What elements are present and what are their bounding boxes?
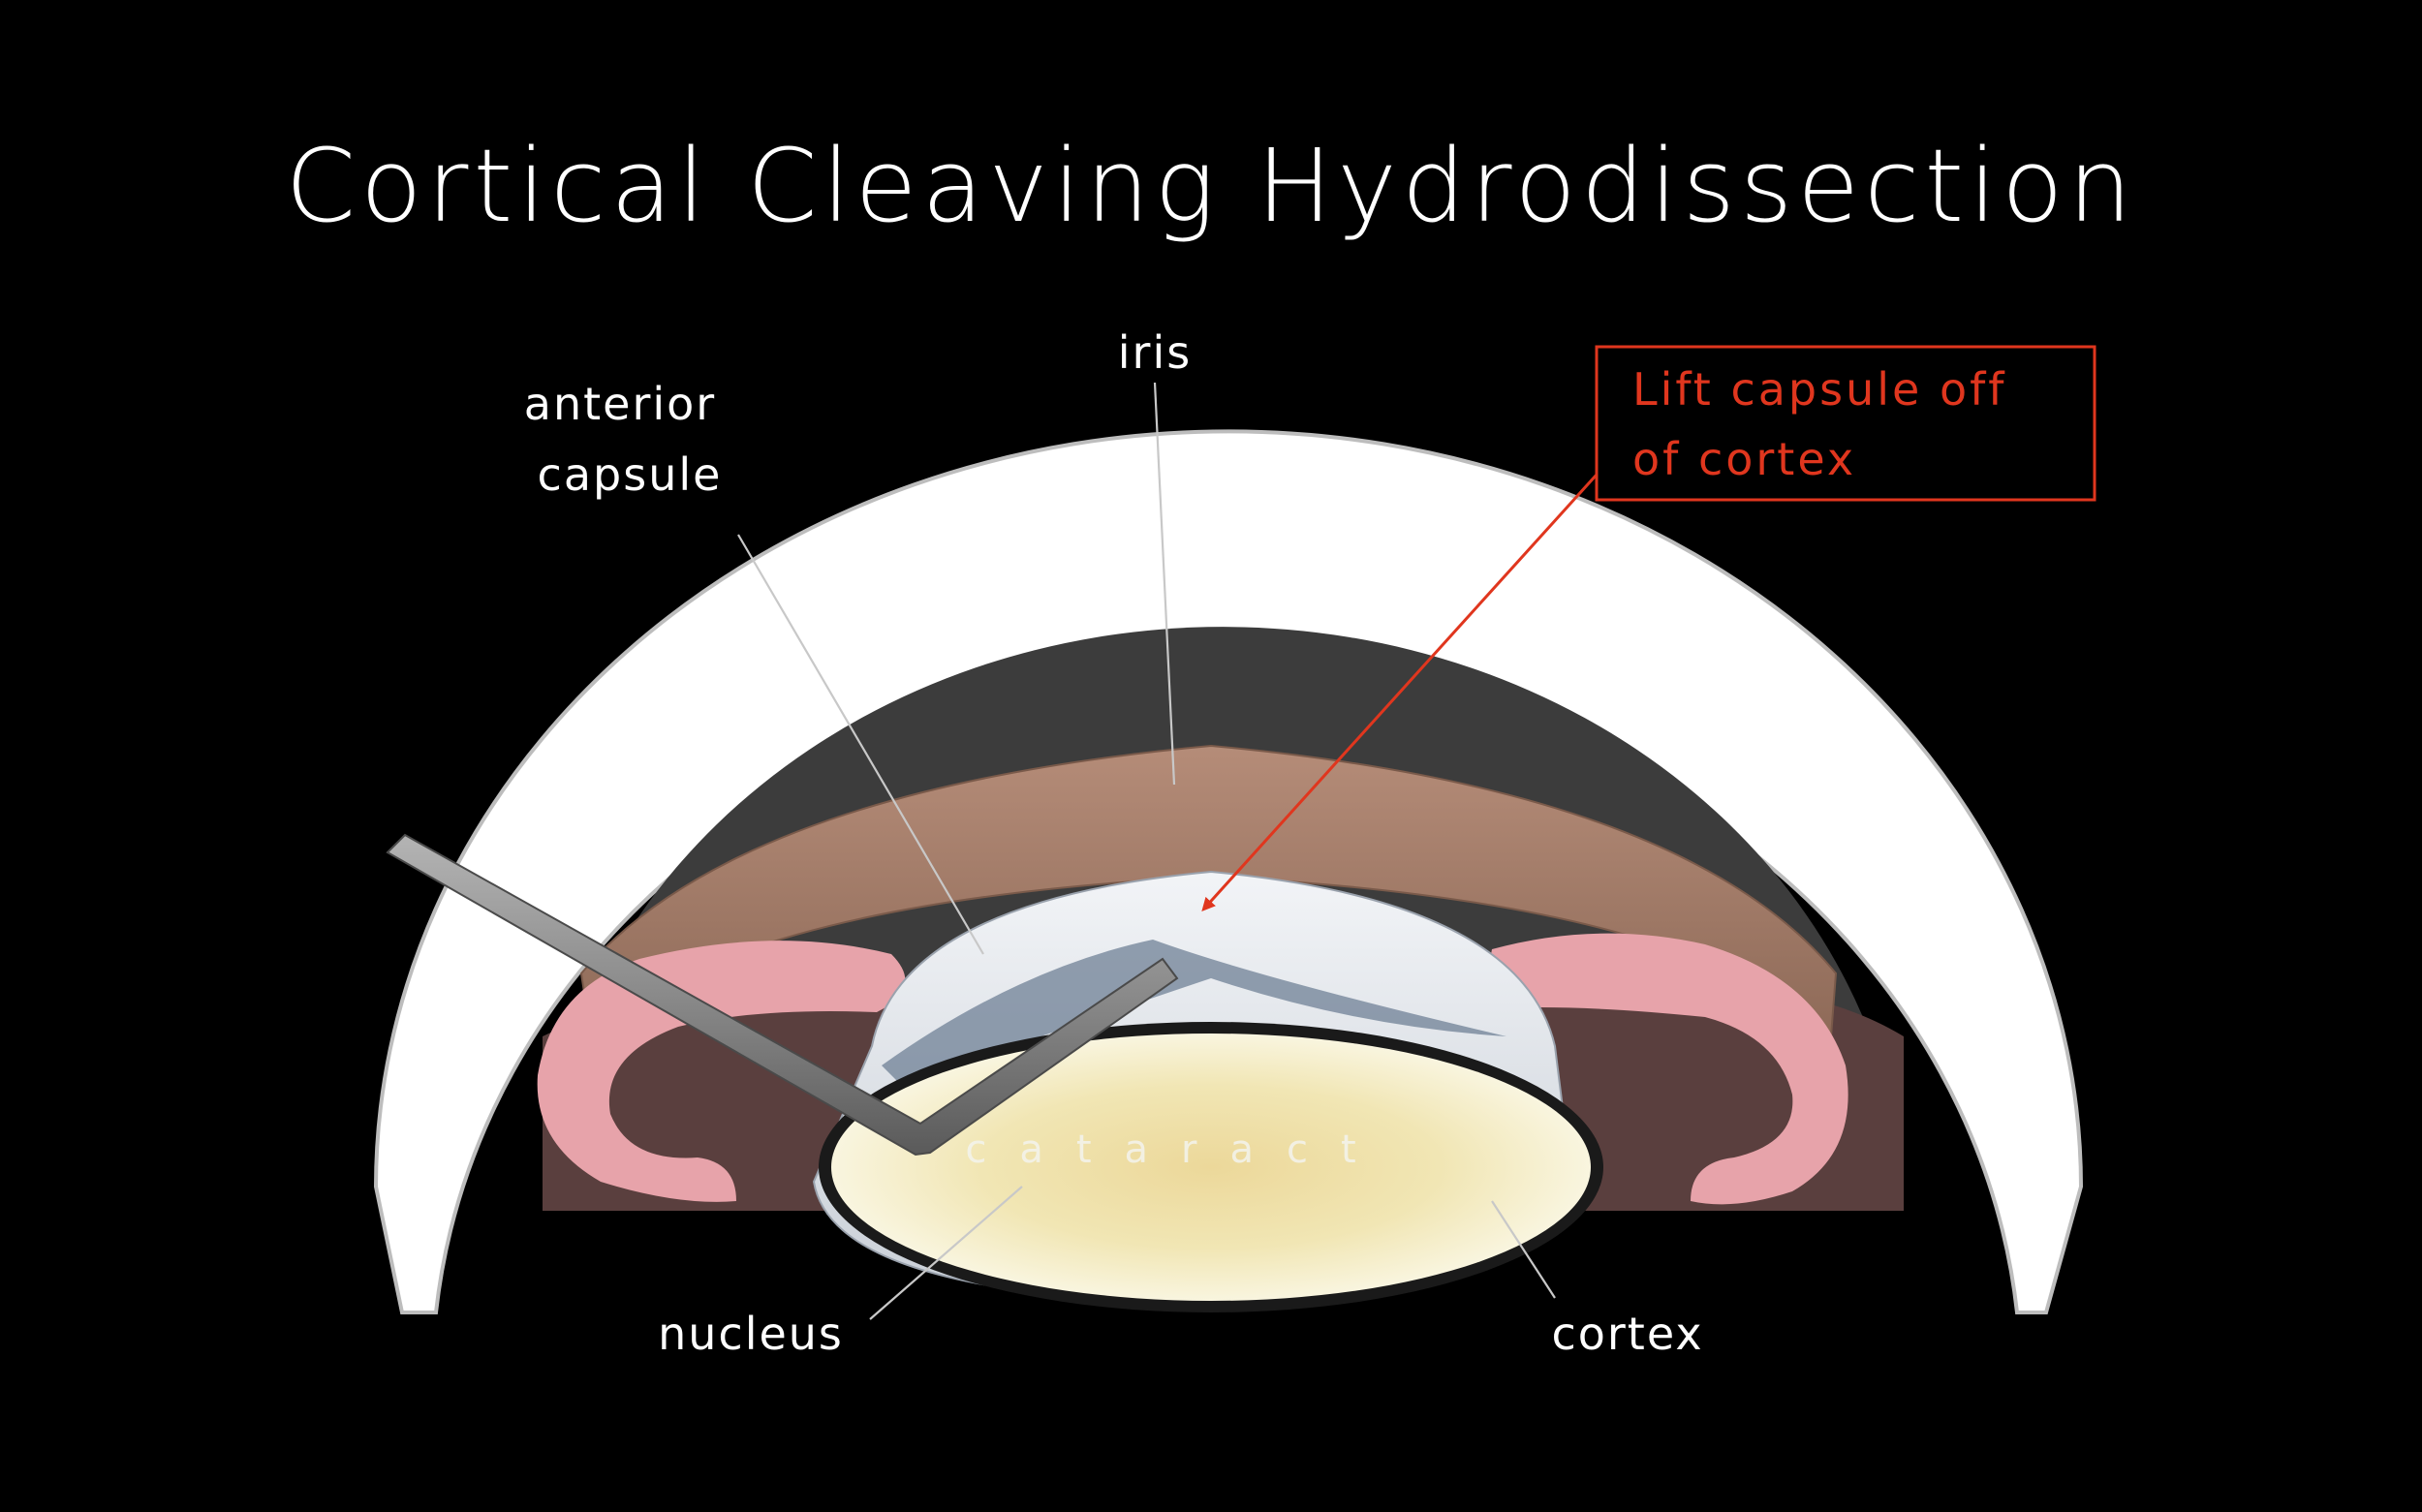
- iris-label: iris: [1118, 326, 1192, 379]
- iris-leader: [1153, 382, 1176, 786]
- callout-arrow: [1201, 473, 1599, 911]
- cannula: [386, 833, 1179, 1157]
- anterior-capsule-label-line2: capsule: [538, 448, 723, 501]
- cortex-region: [831, 1034, 1591, 1301]
- ciliary-body-left: [537, 941, 906, 1202]
- nucleus-leader: [869, 1186, 1023, 1320]
- capsule-cleft: [882, 940, 1506, 1085]
- callout-line2: of cortex: [1632, 433, 1856, 485]
- nucleus-label: nucleus: [658, 1308, 844, 1360]
- anterior-capsule-label-line1: anterior: [524, 378, 716, 430]
- callout-box: [1595, 345, 2096, 502]
- ciliary-body-right: [1490, 933, 1848, 1205]
- cortex-leader: [1491, 1200, 1556, 1299]
- diagram-title: Cortical Cleaving Hydrodissection: [285, 127, 2136, 245]
- cataract-label: cataract: [965, 1127, 1388, 1172]
- anterior-capsule-leader: [737, 534, 984, 955]
- callout-line1: Lift capsule off: [1632, 363, 2007, 416]
- cortex-label: cortex: [1551, 1308, 1703, 1360]
